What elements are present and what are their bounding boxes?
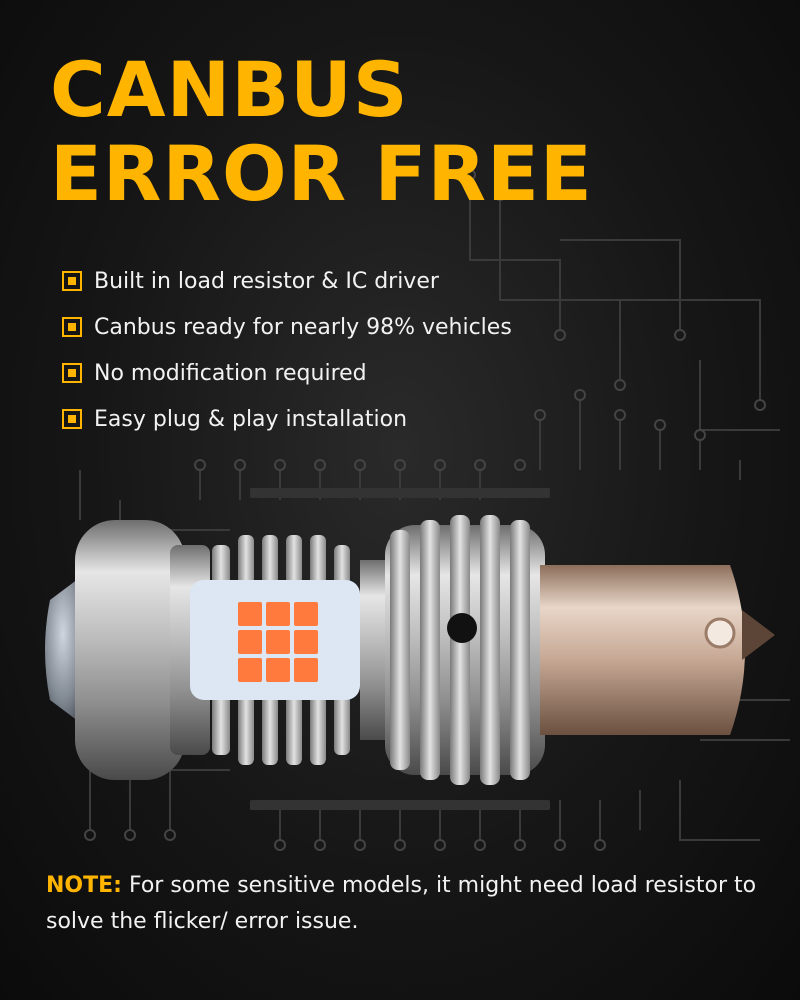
feature-text: Canbus ready for nearly 98% vehicles xyxy=(94,314,512,340)
square-bullet-icon xyxy=(62,317,82,337)
feature-item: No modification required xyxy=(62,350,512,396)
feature-item: Canbus ready for nearly 98% vehicles xyxy=(62,304,512,350)
note-text: NOTE: For some sensitive models, it migh… xyxy=(46,868,766,940)
note-body: For some sensitive models, it might need… xyxy=(46,873,757,934)
note-label: NOTE: xyxy=(46,873,122,898)
feature-list: Built in load resistor & IC driver Canbu… xyxy=(62,258,512,442)
feature-text: No modification required xyxy=(94,360,367,386)
feature-item: Easy plug & play installation xyxy=(62,396,512,442)
headline-line-2: ERROR FREE xyxy=(50,129,593,218)
headline: CANBUS ERROR FREE xyxy=(50,48,593,216)
square-bullet-icon xyxy=(62,271,82,291)
square-bullet-icon xyxy=(62,409,82,429)
led-bulb-image xyxy=(45,515,775,785)
feature-text: Built in load resistor & IC driver xyxy=(94,268,439,294)
feature-text: Easy plug & play installation xyxy=(94,406,408,432)
square-bullet-icon xyxy=(62,363,82,383)
headline-line-1: CANBUS xyxy=(50,45,409,134)
feature-item: Built in load resistor & IC driver xyxy=(62,258,512,304)
